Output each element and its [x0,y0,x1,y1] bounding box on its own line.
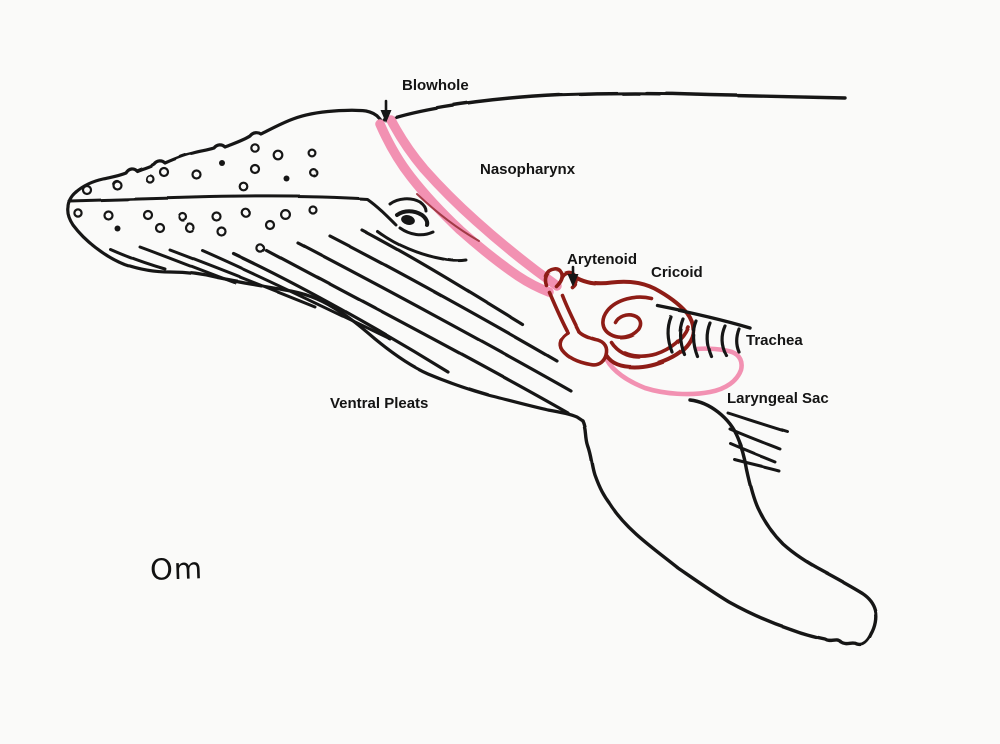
flank-pleats-lines [726,411,790,473]
artist-signature: Om [149,551,204,587]
ventral-pleats-lines [108,228,573,415]
label-ventral-pleats: Ventral Pleats [330,395,429,412]
larynx-complex [543,267,696,369]
label-trachea: Trachea [746,332,803,349]
label-blowhole: Blowhole [402,77,469,94]
trachea-rings [656,304,752,358]
blowhole-arrow-icon [380,99,392,123]
laryngeal-sac-outline [604,346,744,397]
whale-body-outline [66,91,878,647]
head-tubercles [73,143,319,253]
nasopharynx-tube [375,115,562,297]
label-nasopharynx: Nasopharynx [480,161,576,178]
label-laryngeal-sac: Laryngeal Sac [727,390,829,407]
eye [388,197,435,237]
label-arytenoid: Arytenoid [567,251,638,268]
arytenoid-arrow-icon [567,265,579,287]
label-cricoid: Cricoid [651,264,703,281]
